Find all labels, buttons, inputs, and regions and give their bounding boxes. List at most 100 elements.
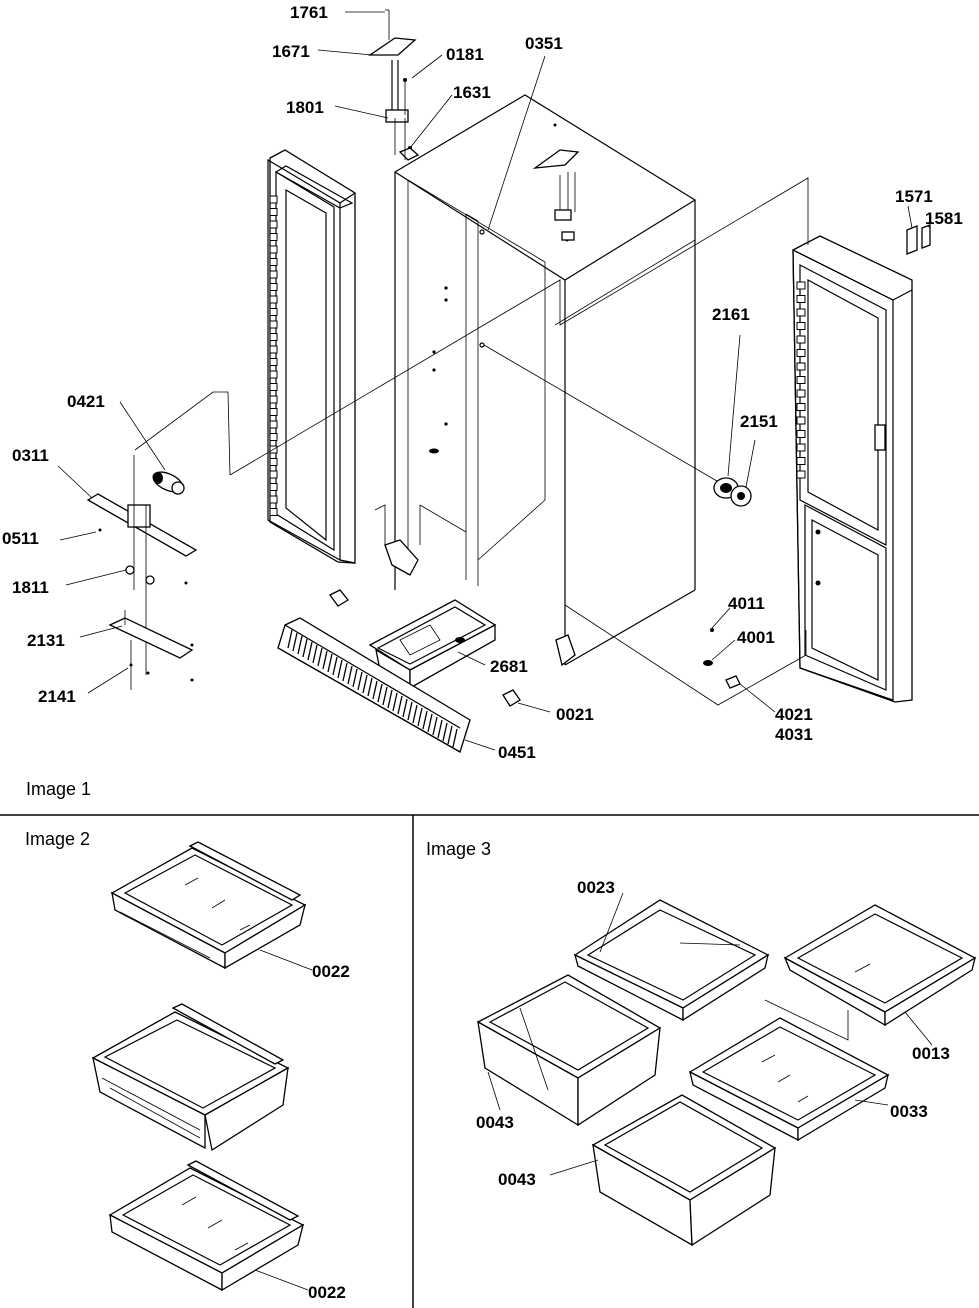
door-notch bbox=[796, 349, 806, 357]
door-notch bbox=[269, 370, 278, 379]
grille-slot bbox=[417, 707, 423, 727]
door-notch bbox=[269, 395, 278, 404]
door-notch bbox=[796, 470, 806, 479]
grille-slot bbox=[407, 701, 413, 721]
toe-grille-slots bbox=[287, 629, 458, 748]
door-notch bbox=[796, 281, 806, 290]
grille-slot bbox=[347, 665, 353, 685]
plate bbox=[108, 610, 194, 690]
grille-slot bbox=[442, 722, 448, 742]
grille-slot bbox=[337, 659, 343, 679]
image1-leader-lines bbox=[57, 11, 931, 751]
callout-0033: 0033 bbox=[890, 1102, 928, 1121]
leader-0043-right bbox=[549, 1159, 599, 1176]
grille-slot bbox=[382, 686, 388, 706]
door-notch bbox=[269, 458, 278, 466]
door-notch bbox=[269, 245, 278, 254]
grille-slot bbox=[412, 704, 418, 724]
fresh-door-shelf-notches bbox=[796, 281, 806, 479]
grille-slot bbox=[397, 695, 403, 715]
image2-shelves: Image 2 bbox=[25, 829, 350, 1302]
crisper-cover-frame-right bbox=[688, 1017, 890, 1142]
cabinet-top-hinge bbox=[532, 149, 580, 241]
freezer-door-shelf-notches bbox=[269, 195, 278, 516]
callout-0043-right: 0043 bbox=[498, 1170, 536, 1189]
grille-slot bbox=[447, 725, 453, 745]
callout-1571: 1571 bbox=[895, 187, 933, 206]
grille-slot bbox=[452, 728, 458, 748]
leader-0033 bbox=[854, 1099, 889, 1106]
callout-0421: 0421 bbox=[67, 392, 105, 411]
grille-slot bbox=[352, 668, 358, 688]
grille-slot bbox=[312, 644, 318, 664]
door-notch bbox=[269, 483, 278, 491]
door-notch bbox=[269, 420, 278, 429]
grille-slot bbox=[377, 683, 383, 703]
door-notch bbox=[796, 322, 806, 330]
hinge-plates bbox=[906, 224, 931, 255]
door-notch bbox=[269, 308, 278, 316]
callout-2161: 2161 bbox=[712, 305, 750, 324]
fresh-food-door bbox=[792, 235, 913, 703]
grille-slot bbox=[427, 713, 433, 733]
grille-slot bbox=[367, 677, 373, 697]
grille-slot bbox=[387, 689, 393, 709]
callout-1581: 1581 bbox=[925, 209, 963, 228]
toe-grille bbox=[277, 589, 521, 753]
callout-0511: 0511 bbox=[2, 529, 39, 548]
freezer-door bbox=[267, 149, 356, 564]
grille-slot bbox=[342, 662, 348, 682]
callout-2141: 2141 bbox=[38, 687, 76, 706]
callout-0043-left: 0043 bbox=[476, 1113, 514, 1132]
leader-0013 bbox=[904, 1011, 933, 1046]
grille-slot bbox=[302, 638, 308, 658]
callout-1811: 1811 bbox=[12, 578, 49, 597]
grille-slot bbox=[287, 629, 293, 649]
bracket bbox=[86, 455, 198, 675]
door-notch bbox=[796, 457, 806, 465]
image1-title: Image 1 bbox=[26, 779, 91, 799]
door-notch bbox=[796, 335, 806, 344]
door-notch bbox=[796, 362, 806, 371]
door-notch bbox=[269, 283, 278, 291]
callout-1761: 1761 bbox=[290, 3, 328, 22]
door-notch bbox=[269, 433, 278, 441]
leader-0022-top bbox=[259, 949, 313, 971]
door-notch bbox=[269, 295, 278, 304]
callout-1801: 1801 bbox=[286, 98, 324, 117]
door-notch bbox=[269, 258, 278, 266]
callout-2681: 2681 bbox=[490, 657, 528, 676]
leader-0043-left bbox=[487, 1071, 501, 1111]
leader-0023 bbox=[599, 892, 624, 953]
callout-0351: 0351 bbox=[525, 34, 563, 53]
grille-slot bbox=[372, 680, 378, 700]
callout-0311: 0311 bbox=[12, 446, 49, 465]
door-notch bbox=[269, 383, 278, 391]
door-notch bbox=[796, 403, 806, 411]
callout-1631: 1631 bbox=[453, 83, 491, 102]
crisper-drawer-left bbox=[476, 974, 662, 1127]
image1-exploded-view: 1761 1671 0181 1801 1631 0351 1571 1581 … bbox=[2, 3, 963, 799]
door-notch bbox=[269, 495, 278, 504]
door-notch bbox=[269, 470, 278, 479]
callout-2151: 2151 bbox=[740, 412, 778, 431]
glass-shelf bbox=[783, 904, 977, 1027]
callout-0181: 0181 bbox=[446, 45, 484, 64]
top-hinge-assembly bbox=[367, 9, 420, 161]
door-notch bbox=[796, 443, 806, 452]
image3-assembly-line bbox=[764, 999, 849, 1041]
grille-slot bbox=[307, 641, 313, 661]
callout-0022-bottom: 0022 bbox=[308, 1283, 346, 1302]
grille-slot bbox=[327, 653, 333, 673]
image3-crispers: Image 3 bbox=[426, 839, 977, 1247]
door-notch bbox=[269, 270, 278, 279]
grille-slot bbox=[297, 635, 303, 655]
cabinet bbox=[384, 94, 697, 667]
callout-0021: 0021 bbox=[556, 705, 594, 724]
crisper-cover-frame bbox=[573, 899, 770, 1022]
grille-slot bbox=[402, 698, 408, 718]
door-notch bbox=[796, 376, 806, 384]
glass-shelf-top bbox=[110, 841, 307, 970]
image2-title: Image 2 bbox=[25, 829, 90, 849]
